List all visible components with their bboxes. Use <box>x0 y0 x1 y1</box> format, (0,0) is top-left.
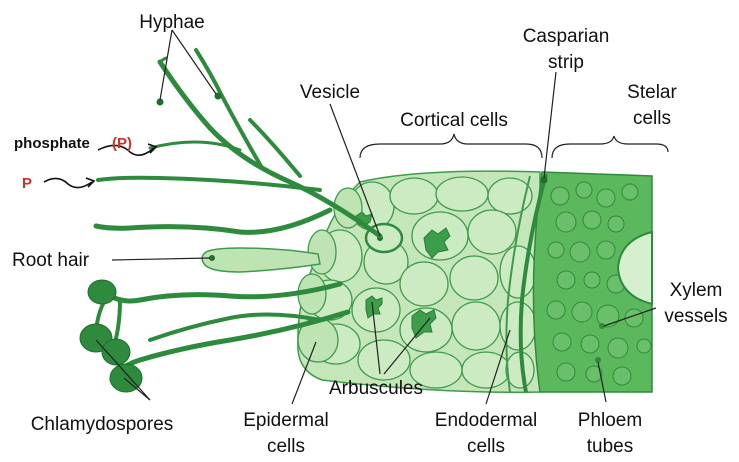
cortical-bracket <box>360 134 542 158</box>
label-cortical-cells: Cortical cells <box>400 110 508 131</box>
label-xylem-vessels: vessels <box>664 306 727 327</box>
label-chlamydospores: Chlamydospores <box>31 414 174 435</box>
label-phosphate: phosphate <box>14 135 90 152</box>
label-phloem: Phloem <box>578 410 642 431</box>
p-arrow <box>44 178 92 187</box>
chlamydospore <box>110 364 142 392</box>
chlamydospores-group <box>80 280 142 392</box>
label-phloem-tubes: tubes <box>587 436 633 457</box>
label-stelar-cells: cells <box>633 108 671 129</box>
label-arbuscules: Arbuscules <box>329 378 423 399</box>
label-hyphae: Hyphae <box>139 12 205 33</box>
root-section <box>298 171 652 392</box>
label-epidermal: Epidermal <box>243 410 329 431</box>
label-xylem: Xylem <box>670 280 723 301</box>
chlamydospore <box>88 280 116 304</box>
label-endodermal: Endodermal <box>435 410 537 431</box>
label-epidermal-cells: cells <box>267 436 305 457</box>
label-stelar: Stelar <box>627 82 677 103</box>
label-endodermal-cells: cells <box>467 436 505 457</box>
stelar-bracket <box>552 136 668 158</box>
label-p: P <box>22 175 32 192</box>
label-vesicle: Vesicle <box>300 82 360 103</box>
label-casparian: Casparian <box>523 26 610 47</box>
label-root-hair: Root hair <box>12 250 90 271</box>
label-phosphate-symbol: (P) <box>112 135 132 152</box>
label-strip: strip <box>548 52 584 73</box>
root-hair <box>202 248 320 272</box>
